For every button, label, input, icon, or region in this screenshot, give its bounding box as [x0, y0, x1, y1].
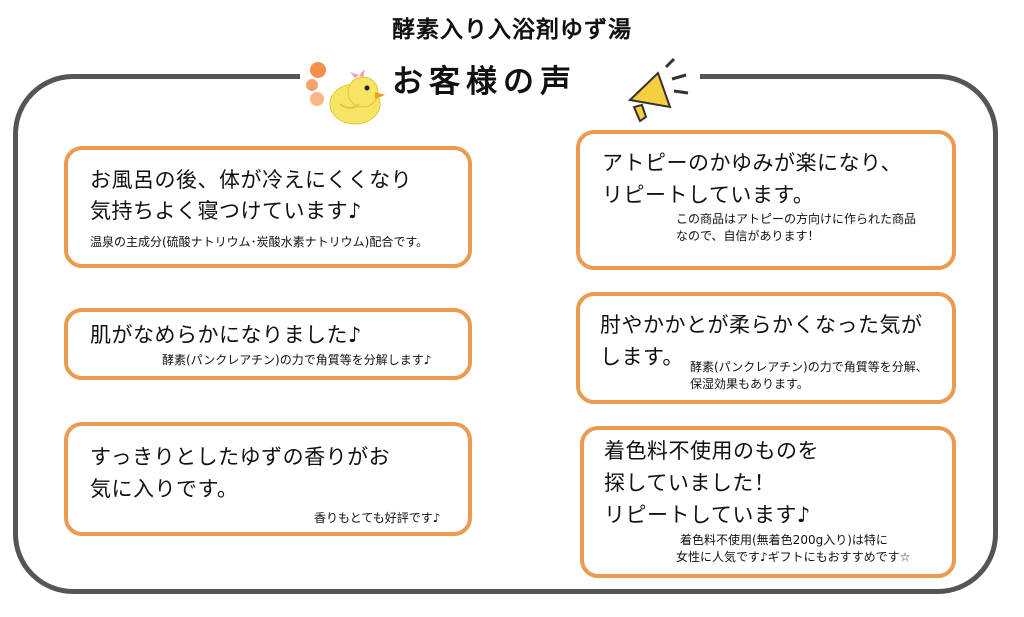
review-text: すっきりとしたゆずの香りがお [90, 445, 391, 469]
review-note: 酵素(パンクレアチン)の力で角質等を分解、 [690, 360, 928, 374]
review-text: 着色料不使用のものを [604, 439, 819, 463]
review-card [64, 422, 472, 536]
review-text: アトピーのかゆみが楽になり、 [602, 151, 903, 175]
review-note: 保湿効果もあります。 [690, 377, 809, 391]
review-text: 肘やかかとが柔らかくなった気が [600, 313, 923, 337]
review-text: 気持ちよく寝つけています♪ [90, 199, 362, 223]
review-text: リピートしています。 [602, 183, 815, 207]
chick-icon [306, 62, 385, 125]
review-note: 酵素(パンクレアチン)の力で角質等を分解します♪ [162, 353, 432, 367]
review-card [64, 146, 472, 268]
review-text: 探していました！ [604, 471, 776, 495]
review-note: なので、自信があります！ [676, 229, 820, 243]
review-card [580, 426, 956, 578]
review-card [64, 308, 472, 380]
review-text: 肌がなめらかになりました♪ [90, 323, 362, 347]
section-subtitle: お客様の声 [392, 64, 577, 100]
megaphone-icon [627, 57, 689, 123]
review-note: 香りもとても好評です♪ [314, 511, 441, 525]
review-note: 温泉の主成分(硫酸ナトリウム･炭酸水素ナトリウム)配合です。 [90, 235, 429, 249]
review-text: します。 [600, 345, 684, 369]
page-title: 酵素入り入浴剤ゆず湯 [392, 17, 632, 43]
review-text: リピートしています♪ [604, 503, 811, 527]
review-text: お風呂の後、体が冷えにくくなり [90, 168, 413, 192]
review-card [576, 130, 956, 270]
review-text: 気に入りです。 [90, 477, 239, 501]
review-note: この商品はアトピーの方向けに作られた商品 [676, 212, 917, 226]
review-note: 着色料不使用(無着色200g入り)は特に [680, 533, 888, 547]
review-card [576, 292, 956, 404]
review-note: 女性に人気です♪ギフトにもおすすめです☆ [676, 550, 911, 564]
